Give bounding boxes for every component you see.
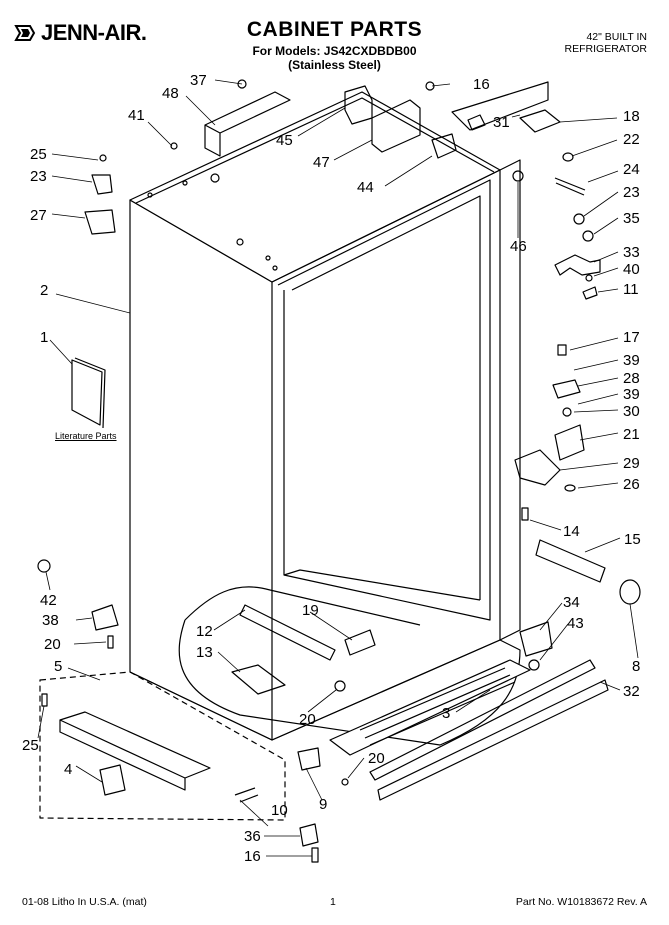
callout-45: 45 bbox=[276, 132, 293, 149]
jenn-air-logo: JENN-AIR. bbox=[14, 20, 147, 46]
footer-part-number: Part No. W10183672 Rev. A bbox=[515, 896, 647, 908]
product-type: 42" BUILT IN REFRIGERATOR bbox=[565, 31, 647, 55]
product-size: 42" BUILT IN bbox=[586, 31, 647, 43]
callout-36: 36 bbox=[244, 828, 261, 845]
callout-25b: 25 bbox=[22, 737, 39, 754]
callout-29: 29 bbox=[623, 455, 640, 472]
callout-2: 2 bbox=[40, 282, 49, 299]
callout-38: 38 bbox=[42, 612, 59, 629]
callout-9: 9 bbox=[319, 796, 328, 813]
callout-41: 41 bbox=[128, 107, 145, 124]
cabinet-shell bbox=[129, 91, 521, 741]
callout-37: 37 bbox=[190, 72, 207, 89]
callout-25: 25 bbox=[30, 146, 47, 163]
bracket-44 bbox=[431, 133, 457, 159]
model-finish: (Stainless Steel) bbox=[288, 58, 381, 72]
callout-14: 14 bbox=[563, 523, 580, 540]
callout-16b: 16 bbox=[244, 848, 261, 865]
product-name: REFRIGERATOR bbox=[564, 43, 647, 55]
callout-40: 40 bbox=[623, 261, 640, 278]
callout-34: 34 bbox=[563, 594, 580, 611]
callout-48: 48 bbox=[162, 85, 179, 102]
callout-32: 32 bbox=[623, 683, 640, 700]
callout-13: 13 bbox=[196, 644, 213, 661]
tray-13 bbox=[231, 664, 286, 695]
callout-22: 22 bbox=[623, 131, 640, 148]
bracket-33 bbox=[554, 254, 601, 276]
callout-20c: 20 bbox=[368, 750, 385, 767]
rail-12 bbox=[239, 604, 336, 661]
duct-47 bbox=[371, 99, 421, 153]
tube-15 bbox=[535, 539, 606, 583]
literature-parts bbox=[71, 359, 103, 426]
callout-5: 5 bbox=[54, 658, 63, 675]
callout-23b: 23 bbox=[623, 184, 640, 201]
callout-15: 15 bbox=[624, 531, 641, 548]
grille-3 bbox=[329, 659, 531, 756]
callout-17: 17 bbox=[623, 329, 640, 346]
literature-parts-label: Literature Parts bbox=[55, 431, 117, 441]
callout-18: 18 bbox=[623, 108, 640, 125]
bracket-29 bbox=[514, 449, 561, 486]
callout-4: 4 bbox=[64, 761, 73, 778]
page-title: CABINET PARTS bbox=[246, 18, 423, 41]
callout-20: 20 bbox=[44, 636, 61, 653]
plate-31 bbox=[451, 81, 549, 131]
callout-31: 31 bbox=[493, 114, 510, 131]
callout-46: 46 bbox=[510, 238, 527, 255]
leveling-assembly-box bbox=[39, 671, 286, 821]
footer-litho: 01-08 Litho In U.S.A. (mat) bbox=[22, 896, 147, 908]
model-info: For Models: JS42CXDBDB00 (Stainless Stee… bbox=[0, 44, 669, 72]
callout-42: 42 bbox=[40, 592, 57, 609]
top-rail bbox=[204, 91, 291, 157]
callout-24: 24 bbox=[623, 161, 640, 178]
callout-21: 21 bbox=[623, 426, 640, 443]
brand-name: JENN-AIR. bbox=[41, 20, 147, 45]
callout-39: 39 bbox=[623, 352, 640, 369]
callout-35: 35 bbox=[623, 210, 640, 227]
footer-page-number: 1 bbox=[330, 896, 336, 908]
callout-12: 12 bbox=[196, 623, 213, 640]
callout-27: 27 bbox=[30, 207, 47, 224]
callout-26: 26 bbox=[623, 476, 640, 493]
callout-16: 16 bbox=[473, 76, 490, 93]
callout-3: 3 bbox=[442, 705, 451, 722]
hinge-18 bbox=[519, 109, 561, 133]
callout-23: 23 bbox=[30, 168, 47, 185]
callout-19: 19 bbox=[302, 602, 319, 619]
kickplate-32 bbox=[369, 659, 596, 781]
callout-47: 47 bbox=[313, 154, 330, 171]
brand-mark-icon bbox=[14, 25, 36, 41]
callout-44: 44 bbox=[357, 179, 374, 196]
callout-39b: 39 bbox=[623, 386, 640, 403]
model-number: For Models: JS42CXDBDB00 bbox=[252, 44, 417, 58]
hinge-21 bbox=[554, 424, 585, 461]
callout-43: 43 bbox=[567, 615, 584, 632]
callout-10: 10 bbox=[271, 802, 288, 819]
callout-8: 8 bbox=[632, 658, 641, 675]
callout-20b: 20 bbox=[299, 711, 316, 728]
callout-33: 33 bbox=[623, 244, 640, 261]
callout-30: 30 bbox=[623, 403, 640, 420]
rail-5 bbox=[59, 711, 211, 791]
callout-28: 28 bbox=[623, 370, 640, 387]
callout-11: 11 bbox=[623, 281, 639, 298]
callout-1: 1 bbox=[40, 329, 49, 346]
